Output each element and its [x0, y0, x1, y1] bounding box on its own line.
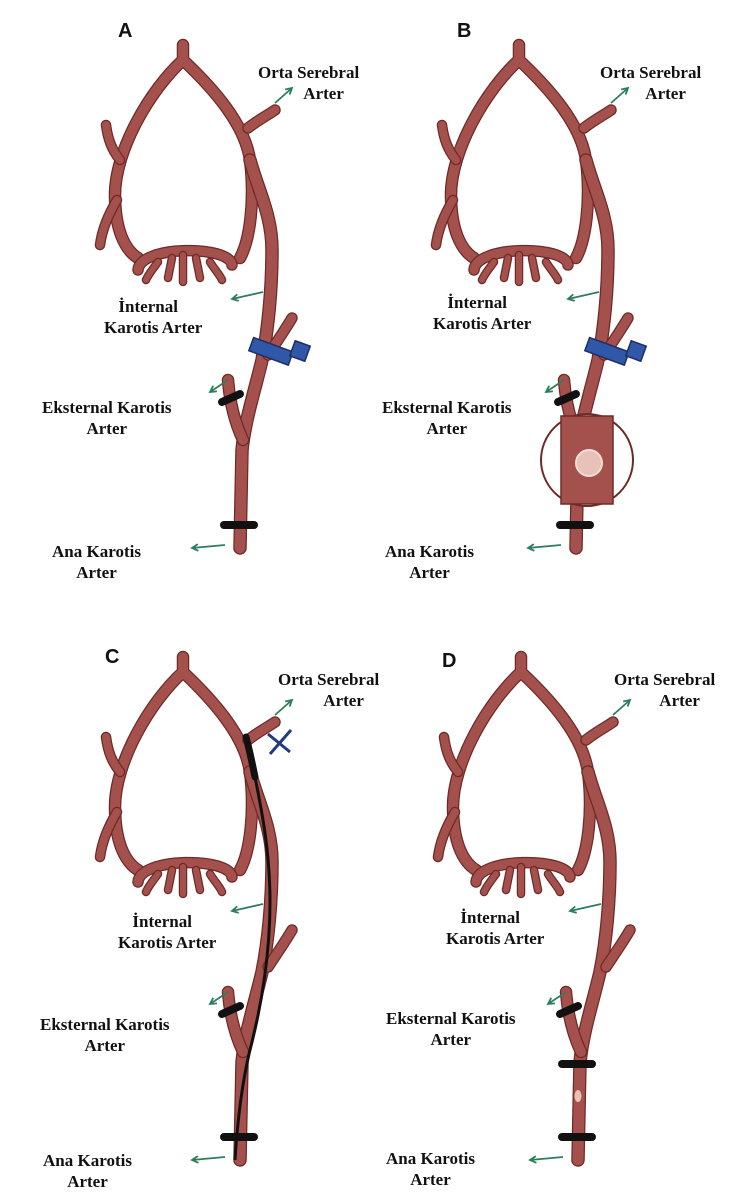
panel-c-group [100, 657, 292, 1163]
willis-loop-outline [453, 657, 590, 870]
panel-c-letter: C [105, 646, 119, 669]
willis-loop-outline [115, 657, 252, 870]
willis-loop [115, 45, 252, 258]
panel-d-letter: D [442, 650, 456, 673]
puncture-mark [575, 1090, 582, 1102]
external-carotid [566, 992, 581, 1052]
willis-loop [115, 657, 252, 870]
willis-loop [453, 657, 590, 870]
inset-embolus [576, 450, 602, 476]
magnified-inset [541, 414, 633, 506]
external-carotid [228, 992, 243, 1052]
catheter-hub [290, 341, 311, 362]
panel-a-letter: A [118, 20, 132, 43]
willis-loop [451, 45, 588, 258]
panel-b-letter: B [457, 20, 471, 43]
willis-loop-outline [115, 45, 252, 258]
catheter-hub [626, 341, 647, 362]
occlusion-x-mark [268, 730, 291, 754]
external-carotid [228, 380, 243, 440]
willis-loop-outline [451, 45, 588, 258]
